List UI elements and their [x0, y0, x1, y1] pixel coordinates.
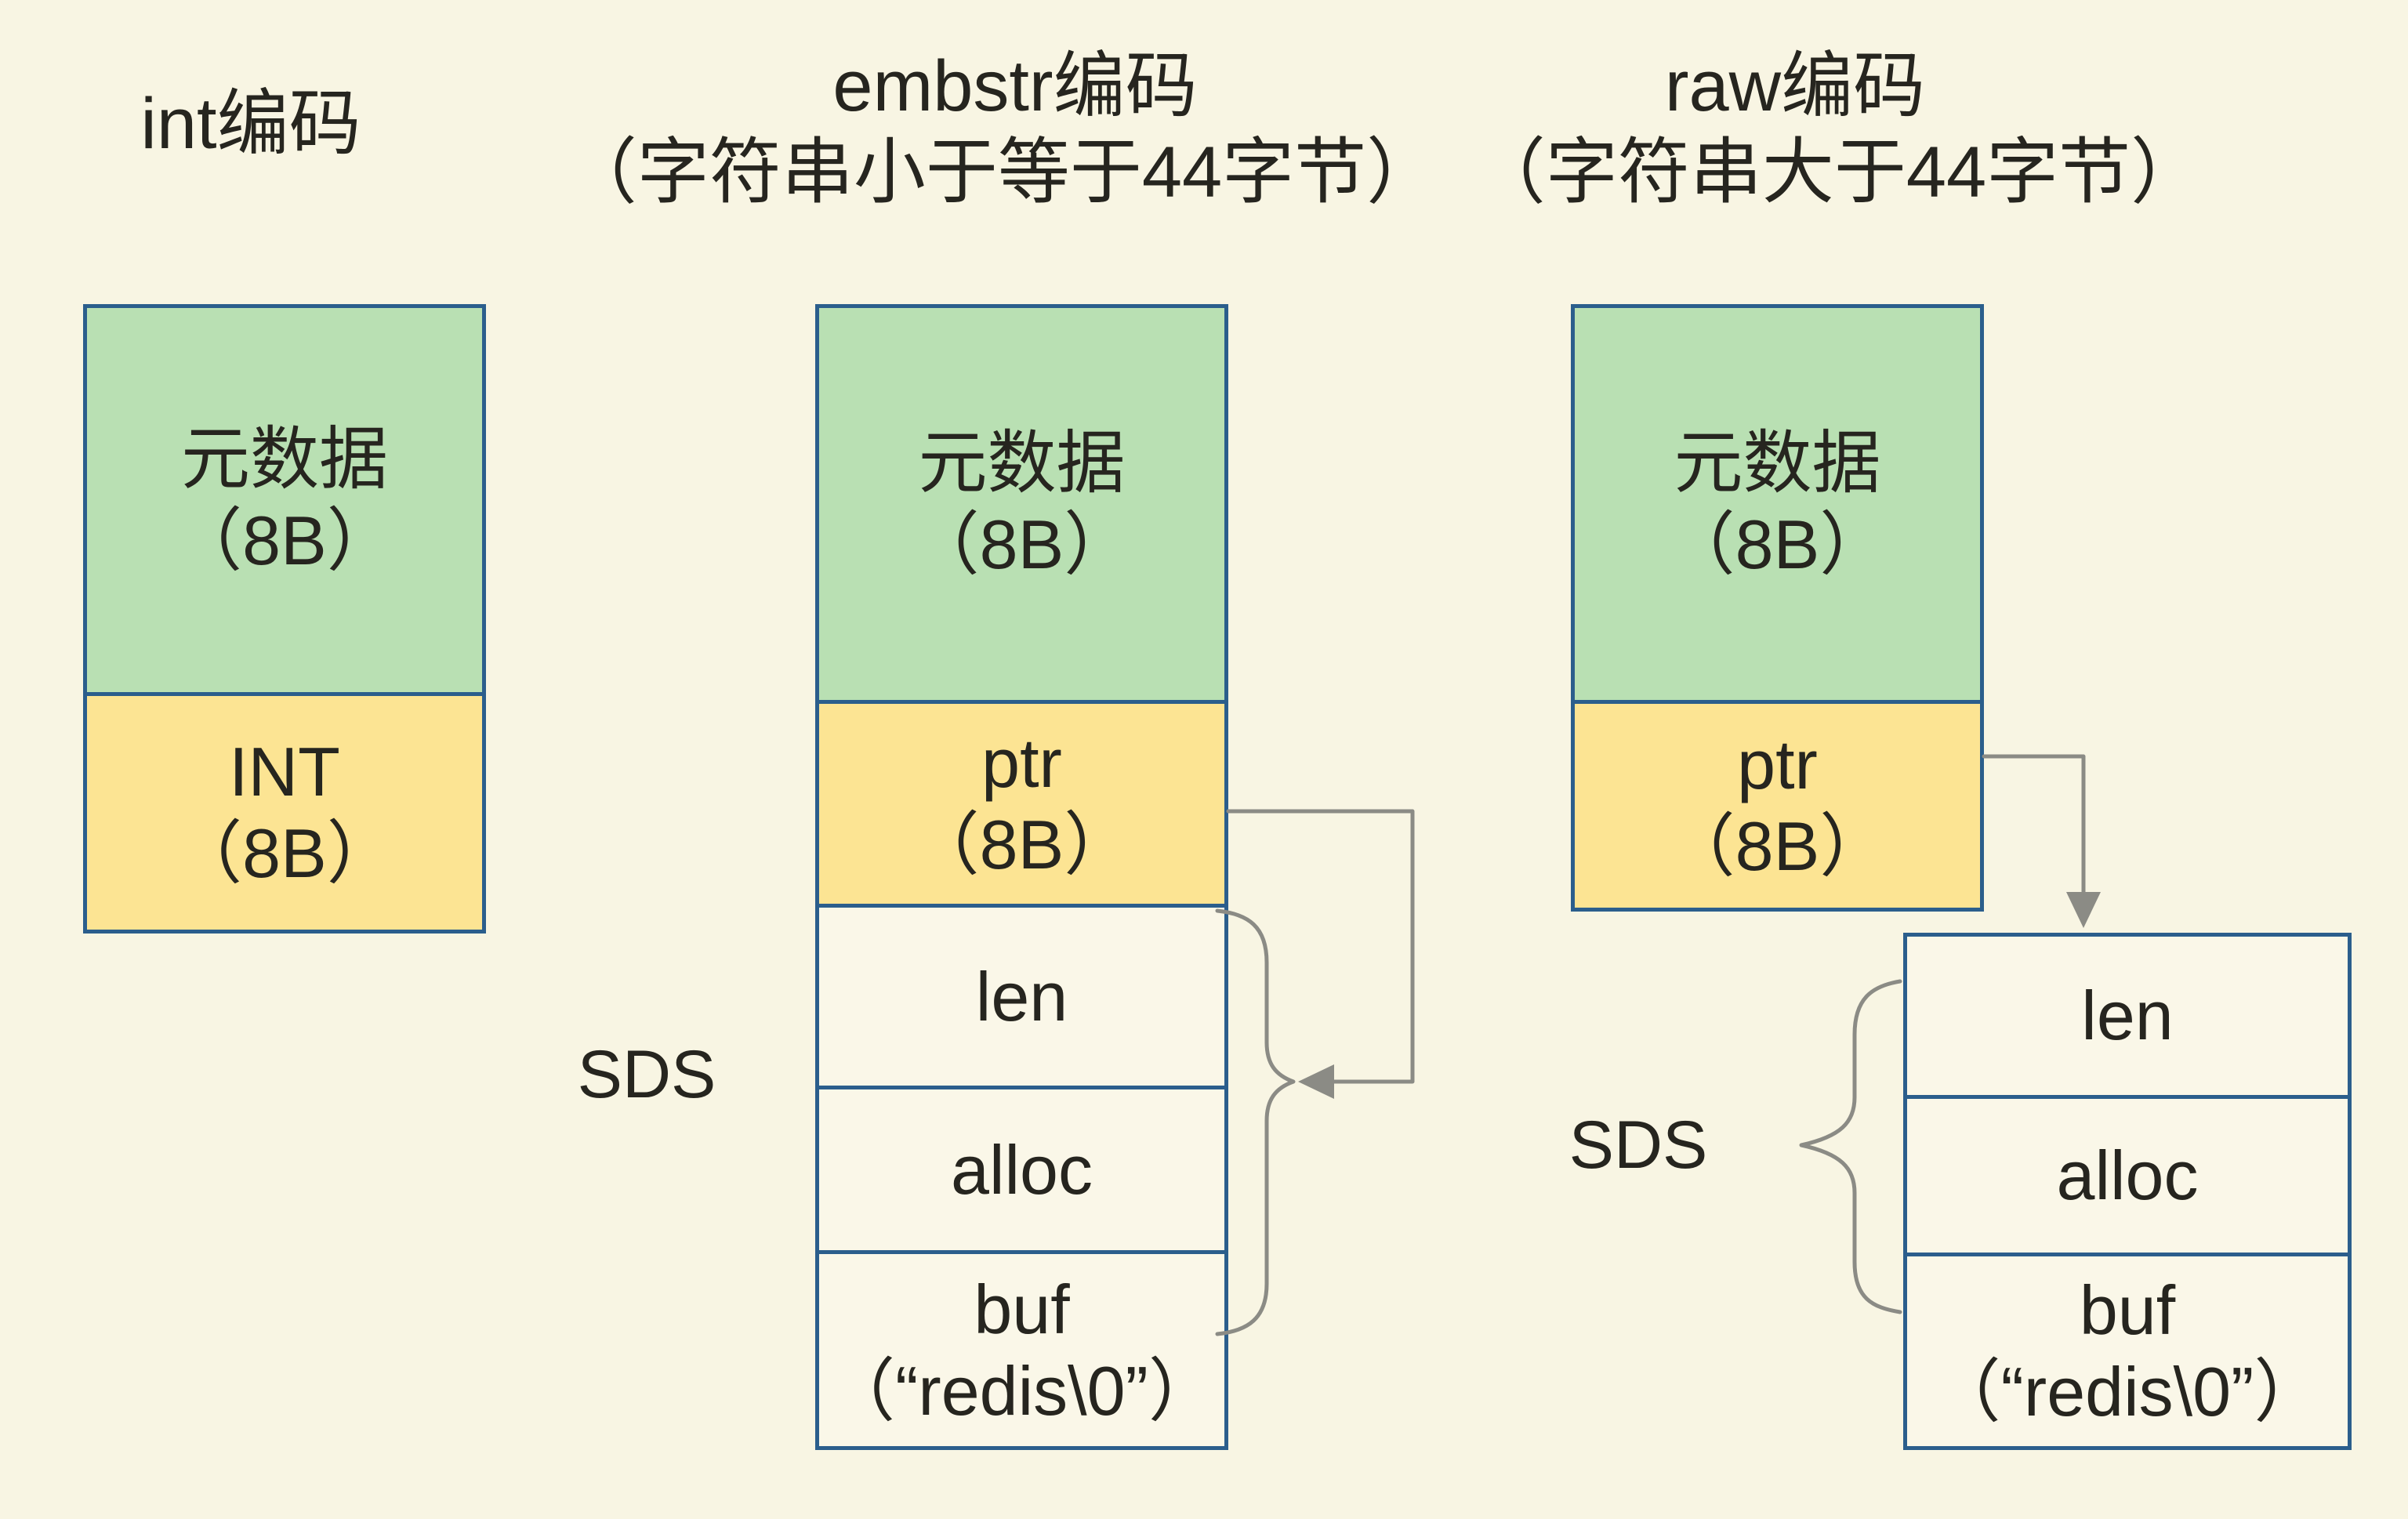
cell-ptr-raw: ptr （8B） — [1571, 700, 1984, 912]
cell-buf-embstr: buf （“redis\0”） — [815, 1250, 1228, 1450]
embstr-ptr-arrowhead — [1298, 1064, 1334, 1099]
cell-buf-embstr-size: （“redis\0”） — [826, 1351, 1217, 1430]
cell-buf-embstr-label: buf — [974, 1270, 1070, 1348]
title-raw-encoding-line2: （字符串大于44字节） — [1473, 132, 2203, 212]
cell-len-embstr: len — [815, 904, 1228, 1089]
raw-ptr-arrowhead — [2066, 892, 2101, 928]
cell-alloc-raw: alloc — [1903, 1095, 2352, 1256]
cell-metadata-raw-label: 元数据 — [1674, 424, 1881, 502]
cell-int-label: INT — [229, 733, 340, 811]
sds-label-raw: SDS — [1568, 1108, 1708, 1183]
cell-buf-raw-size: （“redis\0”） — [1931, 1353, 2323, 1430]
cell-metadata-int-label: 元数据 — [180, 420, 388, 498]
cell-int-size: （8B） — [173, 814, 396, 892]
cell-buf-raw-label: buf — [2079, 1271, 2176, 1350]
cell-metadata-int-size: （8B） — [173, 502, 396, 579]
embstr-sds-brace — [1215, 908, 1296, 1336]
raw-sds-brace — [1799, 979, 1902, 1314]
cell-ptr-embstr-label: ptr — [981, 723, 1062, 802]
title-embstr-encoding-line2: （字符串小于等于44字节） — [564, 132, 1439, 212]
cell-metadata-raw: 元数据 （8B） — [1571, 304, 1984, 704]
cell-int: INT （8B） — [83, 692, 486, 934]
cell-len-embstr-label: len — [975, 957, 1068, 1035]
cell-metadata-embstr-size: （8B） — [910, 506, 1133, 583]
title-embstr-encoding-line1: embstr编码 — [832, 46, 1198, 126]
cell-metadata-embstr: 元数据 （8B） — [815, 304, 1228, 704]
sds-label-embstr: SDS — [577, 1037, 716, 1112]
cell-alloc-raw-label: alloc — [2056, 1137, 2199, 1215]
title-raw-encoding-line1: raw编码 — [1664, 46, 1926, 126]
cell-alloc-embstr: alloc — [815, 1086, 1228, 1254]
cell-ptr-embstr: ptr （8B） — [815, 700, 1228, 908]
cell-len-raw: len — [1903, 933, 2352, 1099]
cell-metadata-int: 元数据 （8B） — [83, 304, 486, 696]
cell-alloc-embstr-label: alloc — [951, 1130, 1093, 1209]
raw-ptr-arrow — [1982, 754, 2086, 894]
embstr-ptr-arrow — [1226, 809, 1415, 1084]
cell-metadata-raw-size: （8B） — [1666, 506, 1889, 583]
cell-ptr-raw-label: ptr — [1737, 726, 1818, 804]
title-int-encoding: int编码 — [140, 84, 361, 164]
cell-metadata-embstr-label: 元数据 — [918, 424, 1126, 502]
cell-ptr-embstr-size: （8B） — [910, 805, 1133, 883]
cell-len-raw-label: len — [2081, 977, 2174, 1055]
cell-ptr-raw-size: （8B） — [1666, 807, 1889, 885]
cell-buf-raw: buf （“redis\0”） — [1903, 1253, 2352, 1450]
